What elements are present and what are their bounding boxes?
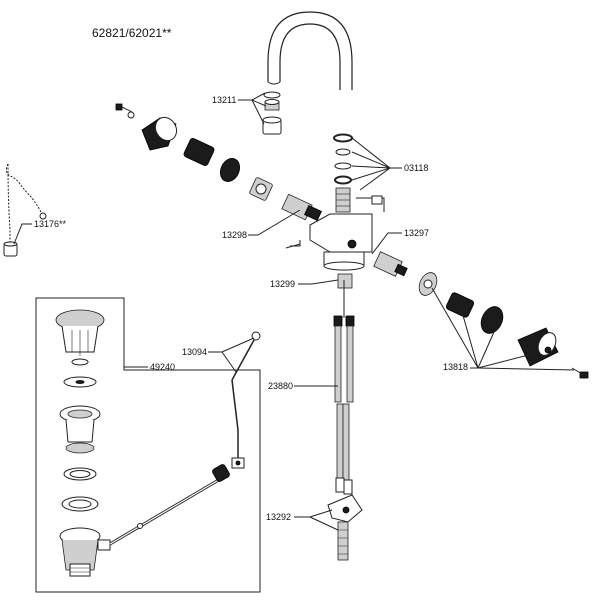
label-13292: 13292 <box>266 512 291 522</box>
pop-up-waste-parts <box>55 309 261 577</box>
leader-13176 <box>13 223 32 245</box>
leader-13292 <box>294 509 339 531</box>
leader-13211 <box>238 92 267 125</box>
leader-03118 <box>351 137 402 191</box>
o-ring-stack <box>333 133 353 213</box>
label-13818: 13818 <box>443 362 468 372</box>
leader-13094 <box>208 337 255 373</box>
leader-13299 <box>298 279 339 285</box>
tap-body <box>285 195 385 289</box>
waste-set-frame <box>35 297 261 593</box>
label-13176: 13176** <box>34 219 67 229</box>
leader-13818 <box>431 287 575 371</box>
right-cartridge-parts <box>373 251 589 379</box>
label-13299: 13299 <box>270 279 295 289</box>
label-13297: 13297 <box>404 228 429 238</box>
label-13298: 13298 <box>222 230 247 240</box>
left-cartridge-parts <box>115 103 322 222</box>
label-13094: 13094 <box>182 347 207 357</box>
leader-13297 <box>371 232 402 255</box>
label-23880: 23880 <box>268 381 293 391</box>
flexible-hoses <box>333 280 355 495</box>
aerator-parts <box>262 91 282 135</box>
label-03118: 03118 <box>404 163 428 173</box>
diagram-title: 62821/62021** <box>92 26 172 40</box>
chain-plug <box>3 163 47 257</box>
label-49240: 49240 <box>150 362 175 372</box>
fixing-bracket <box>327 494 363 561</box>
leader-13298 <box>248 209 301 236</box>
spout <box>267 11 353 90</box>
label-13211: 13211 <box>212 95 236 105</box>
